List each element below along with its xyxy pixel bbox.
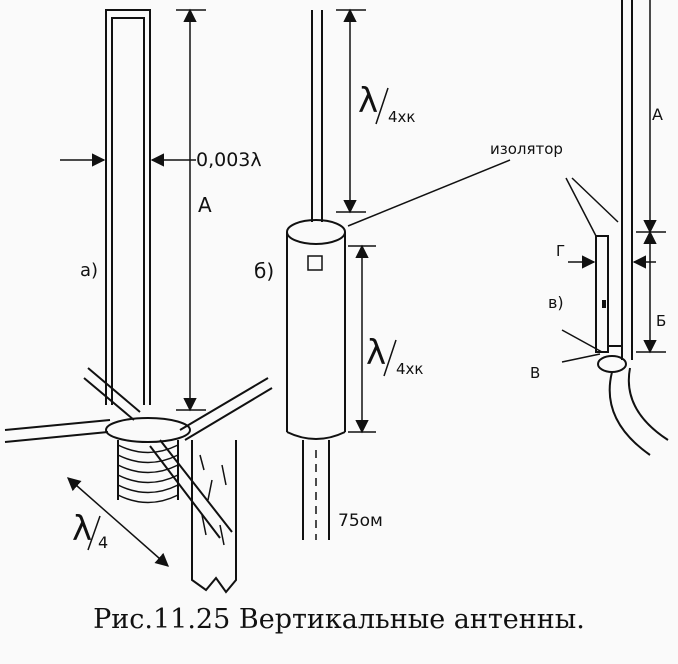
label-dim-a-right: А: [652, 105, 663, 124]
label-spacing: 0,003λ: [196, 149, 262, 171]
label-quarter-k-top-den: 4хк: [388, 108, 415, 126]
label-dim-a-left: А: [198, 193, 212, 217]
antenna-a: [4, 8, 273, 594]
label-dim-b: Б: [656, 312, 666, 330]
figure-caption: Рис.11.25 Вертикальные антенны.: [93, 604, 585, 635]
label-part-c: в): [548, 293, 564, 312]
label-dim-v: В: [530, 364, 540, 382]
antenna-b: [286, 8, 511, 540]
label-part-a: а): [80, 260, 98, 281]
antenna-c: [561, 0, 669, 456]
label-quarter-k-bottom-den: 4хк: [396, 360, 423, 378]
label-insulator: изолятор: [490, 140, 563, 158]
label-impedance: 75ом: [338, 511, 383, 531]
label-quarter-wave-lambda: λ: [72, 509, 92, 549]
label-dim-g: Г: [556, 242, 565, 260]
label-quarter-wave-den: 4: [98, 533, 108, 552]
label-part-b: б): [254, 259, 274, 283]
label-quarter-k-bottom-lambda: λ: [366, 333, 386, 373]
label-quarter-k-top-lambda: λ: [358, 81, 378, 121]
